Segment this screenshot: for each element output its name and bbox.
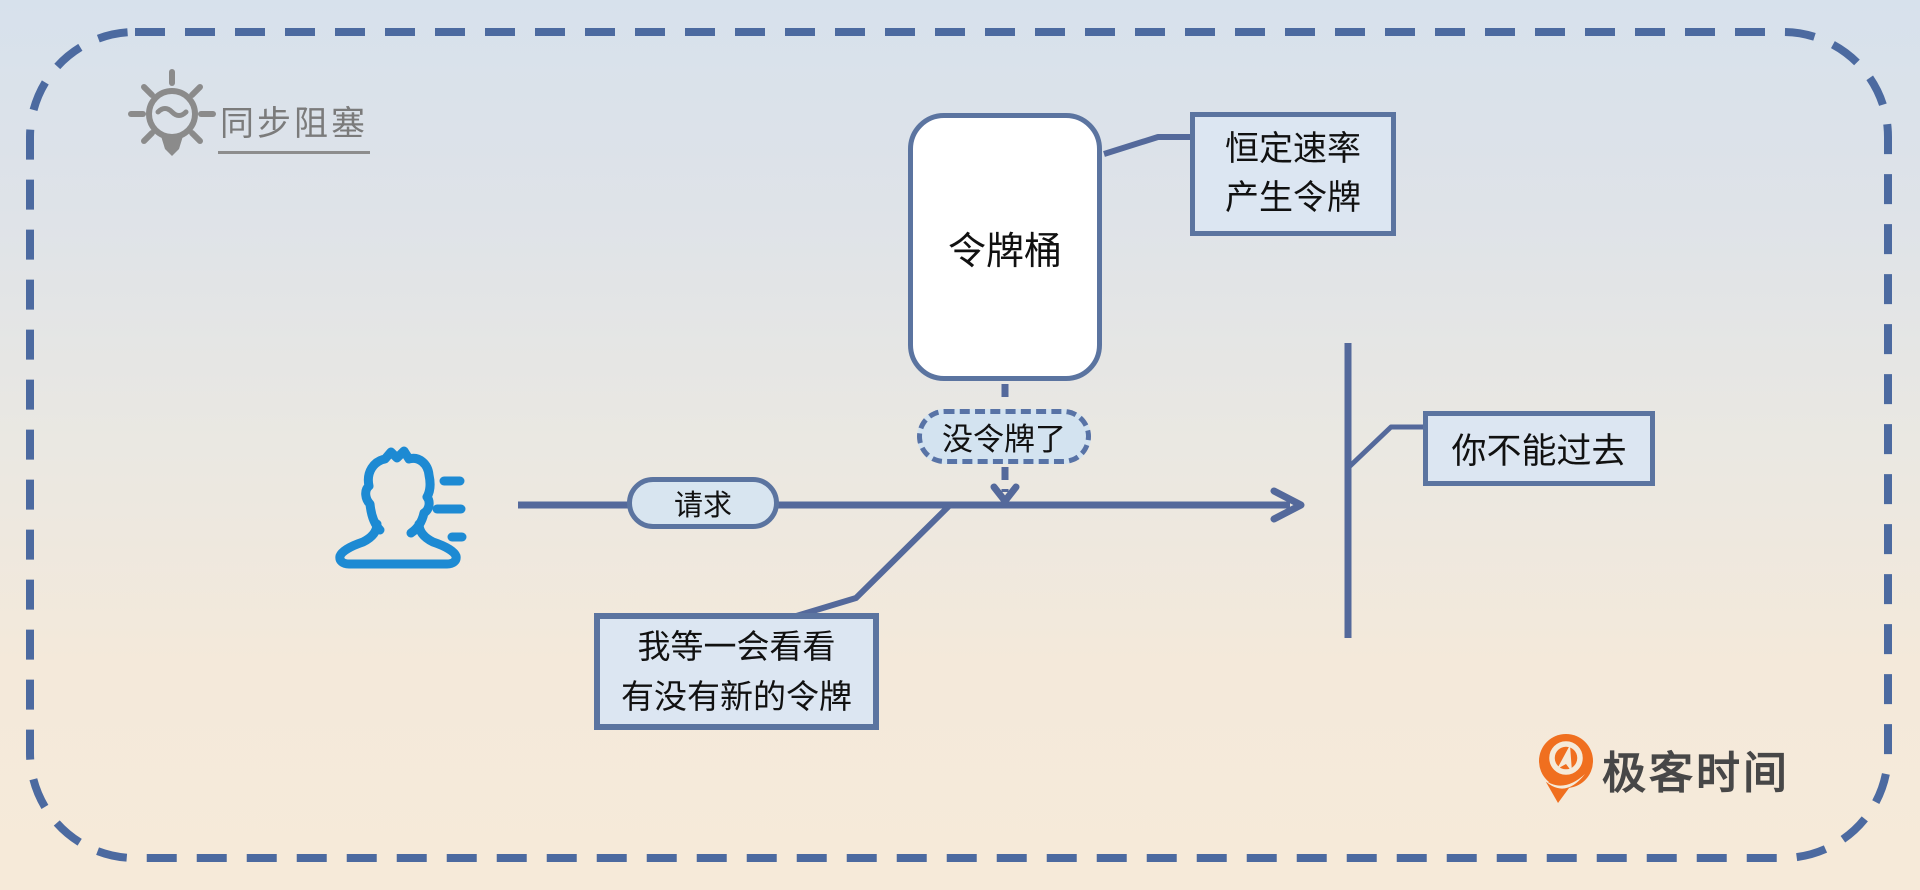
token-drop-arrow [990,483,1020,505]
token-bucket-box: 令牌桶 [908,113,1102,381]
request-pill: 请求 [627,477,779,529]
rate-callout-line2: 产生令牌 [1225,179,1361,217]
wait-branch-line [792,503,952,620]
wait-box-line1: 我等一会看看 [637,628,836,665]
flow-arrow [1270,487,1305,523]
bucket-callout-connector [1103,134,1192,157]
wait-box: 我等一会看看 有没有新的令牌 [594,613,879,730]
block-callout-label: 你不能过去 [1451,432,1627,471]
wait-box-line2: 有没有新的令牌 [621,677,852,715]
request-label: 请求 [673,490,732,522]
sync-blocking-label: 同步阻塞 [218,96,370,154]
geektime-logo-icon [1539,734,1593,803]
lightbulb-icon [128,69,216,156]
speed-dashes-icon [432,476,467,542]
outer-dashed-border [26,28,1892,862]
no-token-pill: 没令牌了 [917,409,1091,464]
brand-name: 极客时间 [1602,749,1790,798]
token-bucket-label: 令牌桶 [947,230,1062,273]
rate-callout-line1: 恒定速率 [1225,129,1361,168]
rate-callout-box: 恒定速率 产生令牌 [1190,112,1396,236]
wall-callout-connector [1347,424,1424,469]
block-callout-box: 你不能过去 [1423,411,1655,486]
person-icon [335,446,461,569]
no-token-label: 没令牌了 [942,422,1066,457]
